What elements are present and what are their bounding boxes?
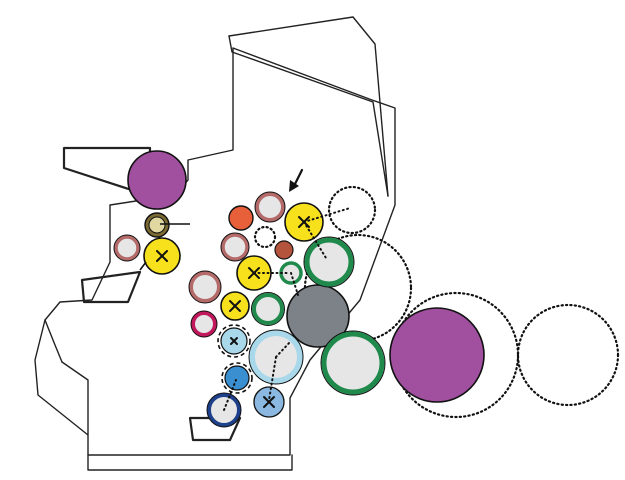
link-top-yellow-to-green — [303, 221, 327, 259]
link-blue-to-gray — [275, 341, 291, 358]
light-blue-roller-large-rim — [248, 329, 304, 385]
x-mark-icon — [248, 267, 260, 279]
light-blue-roller-small-guide — [217, 324, 251, 358]
phantom-roller-far-right — [516, 303, 620, 407]
housing-back-panel — [228, 35, 389, 197]
green-roller-large-rim — [320, 330, 386, 396]
housing-inner-line-2 — [44, 319, 63, 363]
mid-blue-roller — [224, 365, 250, 391]
navy-roller-rim — [206, 392, 242, 428]
arrow-down-left-icon — [289, 168, 304, 192]
paper-guide-left — [80, 270, 142, 304]
link-top-yellow-to-phantom — [303, 207, 351, 223]
x-mark-icon — [156, 250, 168, 262]
link-blue-to-pale — [268, 356, 277, 401]
drive-links — [223, 207, 351, 411]
pink-roller-top — [255, 192, 285, 222]
green-roller-upper — [304, 237, 354, 287]
orange-roller — [228, 205, 254, 231]
purple-drum-lower — [389, 307, 485, 403]
olive-roller-core — [148, 216, 166, 234]
housing-back-panel-edge — [228, 16, 389, 197]
magenta-roller — [191, 311, 217, 337]
green-roller-small — [252, 293, 284, 325]
pink-roller-far-left-rim — [113, 234, 141, 262]
purple-drum-upper — [127, 150, 187, 210]
magenta-roller-rim — [190, 310, 218, 338]
x-mark-icon — [230, 337, 238, 345]
link-navy-to-blue — [223, 379, 237, 411]
feed-arrow-small — [139, 261, 147, 271]
brown-roller — [274, 240, 294, 260]
green-roller-large — [321, 331, 385, 395]
x-mark-icon — [229, 300, 241, 312]
green-roller-small-rim — [251, 292, 285, 326]
pink-roller-top-rim — [254, 191, 286, 223]
pink-ring-rollers — [113, 191, 286, 304]
phantom-roller-small — [253, 225, 277, 249]
x-mark-icon — [263, 396, 275, 408]
pink-roller-left — [189, 271, 221, 303]
pink-roller-left-rim — [188, 270, 222, 304]
pink-roller-mid — [221, 233, 249, 261]
x-mark-icon — [298, 216, 310, 228]
phantom-roller-top — [327, 185, 377, 235]
pink-roller-far-left — [114, 235, 140, 261]
axis-marks — [156, 216, 310, 408]
green-roller-upper-rim — [303, 236, 355, 288]
blue-rollers — [206, 324, 304, 428]
pink-roller-mid-rim — [220, 232, 250, 262]
mid-blue-roller-guide — [221, 362, 253, 394]
housing-inner-line — [61, 361, 89, 436]
housing-base — [87, 454, 293, 471]
link-green-to-gray — [290, 272, 299, 296]
